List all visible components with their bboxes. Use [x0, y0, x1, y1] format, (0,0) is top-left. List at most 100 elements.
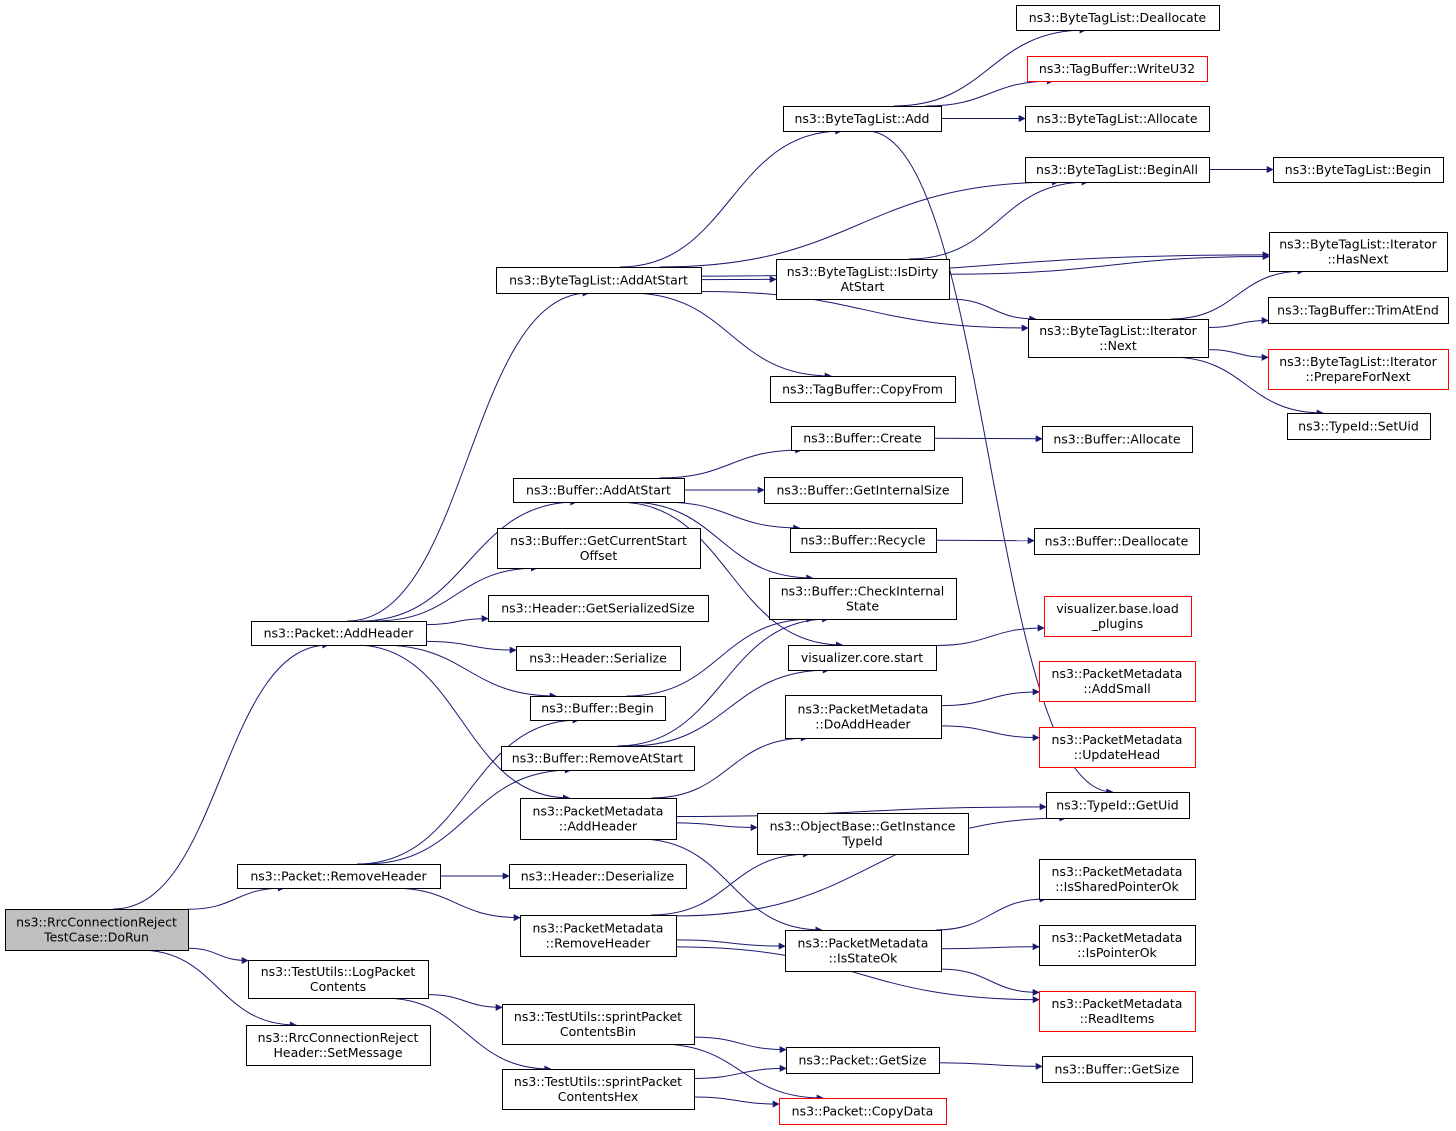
node-hdr_serialize[interactable]: ns3::Header::Serialize: [516, 646, 681, 671]
node-buf_addatstart[interactable]: ns3::Buffer::AddAtStart: [513, 478, 685, 503]
edge-btl_add-to-btl_deallocate: [893, 26, 1087, 107]
node-box: [520, 798, 677, 840]
node-label: ns3::PacketMetadata: [1052, 996, 1183, 1011]
node-box: [1027, 56, 1208, 82]
node-btl_allocate[interactable]: ns3::ByteTagList::Allocate: [1025, 106, 1210, 132]
node-btl_deallocate[interactable]: ns3::ByteTagList::Deallocate: [1016, 5, 1220, 31]
node-label: _plugins: [1091, 616, 1143, 631]
edge-pm_isstateok-to-pm_ispointerok: [940, 943, 1040, 951]
node-viz_load_plugins[interactable]: visualizer.base.load_plugins: [1044, 596, 1192, 637]
node-pm_removeheader[interactable]: ns3::PacketMetadata::RemoveHeader: [520, 915, 677, 957]
edge-btl_iter_next-to-btl_iter_prepare: [1207, 349, 1269, 361]
edge-pm_addheader-to-ob_getinstancetypeid: [675, 822, 758, 832]
node-pm_ispointerok[interactable]: ns3::PacketMetadata::IsPointerOk: [1039, 925, 1196, 966]
node-buf_getsize[interactable]: ns3::Buffer::GetSize: [1042, 1056, 1193, 1083]
node-hdr_deserialize[interactable]: ns3::Header::Deserialize: [509, 864, 687, 889]
node-box: [502, 1069, 695, 1110]
node-label: ns3::Buffer::GetInternalSize: [776, 483, 949, 498]
edge-btl_isdirty-to-btl_iter_hasnext: [948, 252, 1270, 275]
node-removeheader[interactable]: ns3::Packet::RemoveHeader: [237, 864, 441, 889]
node-btl_begin[interactable]: ns3::ByteTagList::Begin: [1273, 157, 1444, 183]
edge-pm_removeheader-to-typeid_getuid: [675, 814, 1067, 917]
edge-btl_add-to-tb_writeu32: [925, 77, 1054, 107]
node-buf_deallocate[interactable]: ns3::Buffer::Deallocate: [1034, 528, 1200, 555]
node-typeid_getuid[interactable]: ns3::TypeId::GetUid: [1046, 792, 1190, 819]
node-label: ns3::Header::Serialize: [529, 651, 667, 666]
node-buf_removeatstart[interactable]: ns3::Buffer::RemoveAtStart: [501, 746, 695, 771]
edge-btl_iter_next-to-tb_trimatend: [1207, 317, 1269, 328]
node-buf_create[interactable]: ns3::Buffer::Create: [791, 426, 935, 451]
node-label: ns3::PacketMetadata: [1052, 864, 1183, 879]
node-pm_issharedpointerok[interactable]: ns3::PacketMetadata::IsSharedPointerOk: [1039, 859, 1196, 900]
node-btl_iter_next[interactable]: ns3::ByteTagList::Iterator::Next: [1028, 319, 1209, 358]
node-label: Header::SetMessage: [273, 1045, 402, 1060]
node-tb_writeu32[interactable]: ns3::TagBuffer::WriteU32: [1027, 56, 1208, 82]
node-box: [785, 695, 942, 739]
node-label: ns3::Header::GetSerializedSize: [501, 601, 695, 616]
node-label: ns3::ByteTagList::AddAtStart: [509, 273, 688, 288]
node-setmessage[interactable]: ns3::RrcConnectionRejectHeader::SetMessa…: [246, 1025, 431, 1066]
node-btl_addatstart[interactable]: ns3::ByteTagList::AddAtStart: [496, 267, 702, 294]
edge-pkt_getsize-to-buf_getsize: [938, 1062, 1043, 1070]
node-label: ::DoAddHeader: [815, 717, 911, 732]
node-box: [1039, 727, 1196, 768]
node-box: [1287, 413, 1431, 440]
node-box: [502, 1004, 695, 1045]
node-label: ns3::Buffer::Deallocate: [1045, 534, 1189, 549]
nodes-layer: ns3::RrcConnectionRejectTestCase::DoRunn…: [5, 5, 1449, 1125]
node-buf_recycle[interactable]: ns3::Buffer::Recycle: [790, 528, 937, 553]
node-tb_trimatend[interactable]: ns3::TagBuffer::TrimAtEnd: [1268, 297, 1449, 324]
node-btl_iter_prepare[interactable]: ns3::ByteTagList::Iterator::PrepareForNe…: [1268, 349, 1449, 390]
node-buf_getinternalsize[interactable]: ns3::Buffer::GetInternalSize: [764, 477, 963, 504]
node-pm_isstateok[interactable]: ns3::PacketMetadata::IsStateOk: [785, 930, 942, 972]
edge-btl_isdirty-to-btl_beginall: [908, 178, 1089, 260]
edge-addheader-to-buf_begin: [379, 644, 557, 700]
node-label: ns3::TagBuffer::WriteU32: [1039, 61, 1195, 76]
node-box: [770, 376, 956, 403]
node-btl_iter_hasnext[interactable]: ns3::ByteTagList::Iterator::HasNext: [1269, 232, 1448, 272]
node-box: [530, 696, 666, 721]
edge-btl_iter_next-to-typeid_setuid: [1169, 356, 1324, 417]
node-btl_add[interactable]: ns3::ByteTagList::Add: [783, 106, 942, 132]
node-pm_doaddheader[interactable]: ns3::PacketMetadata::DoAddHeader: [785, 695, 942, 739]
node-pm_updatehead[interactable]: ns3::PacketMetadata::UpdateHead: [1039, 727, 1196, 768]
node-label: ns3::Buffer::RemoveAtStart: [512, 751, 684, 766]
node-pkt_copydata[interactable]: ns3::Packet::CopyData: [779, 1098, 947, 1125]
node-pm_readitems[interactable]: ns3::PacketMetadata::ReadItems: [1039, 991, 1196, 1032]
node-pkt_getsize[interactable]: ns3::Packet::GetSize: [786, 1047, 940, 1074]
node-label: ns3::Buffer::Allocate: [1053, 432, 1181, 447]
node-viz_core_start[interactable]: visualizer.core.start: [788, 645, 937, 671]
node-btl_beginall[interactable]: ns3::ByteTagList::BeginAll: [1025, 157, 1210, 183]
node-label: ns3::ByteTagList::Allocate: [1036, 111, 1197, 126]
node-label: ContentsHex: [558, 1089, 639, 1104]
node-tb_copyfrom[interactable]: ns3::TagBuffer::CopyFrom: [770, 376, 956, 403]
node-buf_allocate[interactable]: ns3::Buffer::Allocate: [1042, 426, 1193, 453]
node-typeid_setuid[interactable]: ns3::TypeId::SetUid: [1287, 413, 1431, 440]
node-box: [788, 645, 937, 671]
edge-root-to-addheader: [113, 641, 330, 910]
node-label: ::Next: [1099, 338, 1137, 353]
node-label: ns3::ByteTagList::Deallocate: [1029, 10, 1207, 25]
node-label: ns3::Buffer::AddAtStart: [526, 483, 671, 498]
node-hdr_getserializedsize[interactable]: ns3::Header::GetSerializedSize: [488, 595, 709, 622]
node-label: ns3::PacketMetadata: [533, 804, 664, 819]
node-label: ns3::TestUtils::sprintPacket: [514, 1074, 682, 1089]
node-buf_begin[interactable]: ns3::Buffer::Begin: [530, 696, 666, 721]
node-addheader[interactable]: ns3::Packet::AddHeader: [251, 621, 427, 646]
node-label: ns3::TestUtils::LogPacket: [261, 964, 416, 979]
node-label: ns3::Buffer::GetSize: [1055, 1062, 1180, 1077]
node-pm_addheader[interactable]: ns3::PacketMetadata::AddHeader: [520, 798, 677, 840]
node-label: ns3::Buffer::Create: [803, 431, 922, 446]
node-box: [1025, 157, 1210, 183]
edge-pm_addheader-to-pm_doaddheader: [651, 734, 808, 799]
node-label: ns3::PacketMetadata: [1052, 732, 1183, 747]
node-pm_addsmall[interactable]: ns3::PacketMetadata::AddSmall: [1039, 661, 1196, 702]
